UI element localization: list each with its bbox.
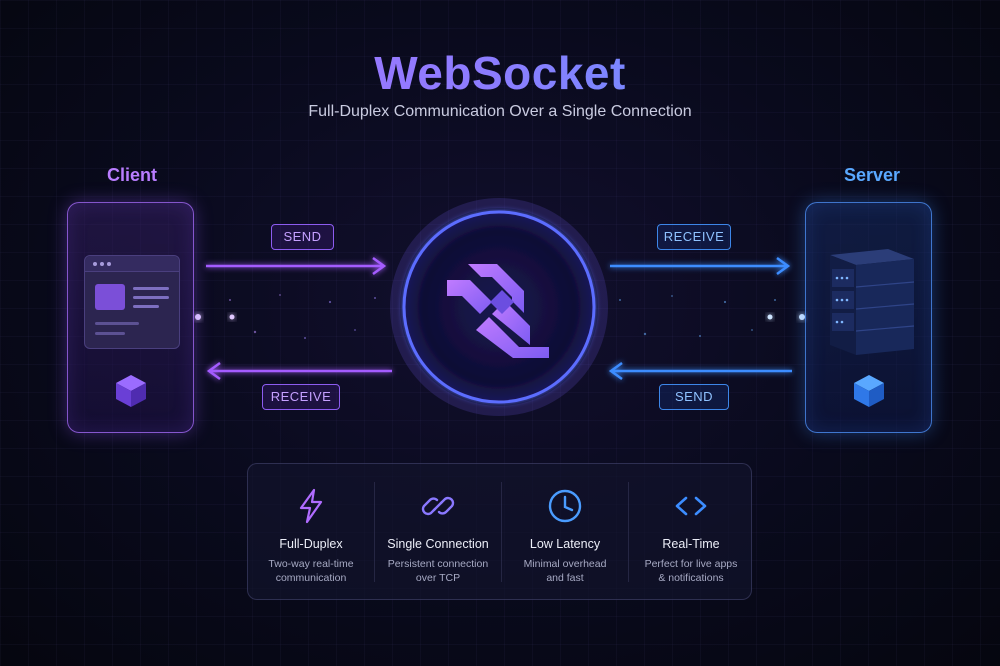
page-subtitle: Full-Duplex Communication Over a Single …: [308, 103, 692, 120]
connection-node-left: [195, 314, 201, 320]
feature-desc: Persistent connection over TCP: [387, 558, 489, 584]
client-send-arrow: [206, 256, 387, 276]
feature-divider: [501, 482, 502, 582]
connection-node-left-2: [229, 314, 235, 320]
feature-full-duplex: Full-Duplex Two-way real-time communicat…: [248, 464, 374, 601]
client-label: Client: [106, 165, 157, 185]
feature-divider: [628, 482, 629, 582]
client-receive-label: RECEIVE: [262, 384, 340, 410]
server-send-arrow: [608, 361, 792, 381]
feature-low-latency: Low Latency Minimal overhead and fast: [502, 464, 628, 601]
connection-node-right-2: [767, 314, 773, 320]
feature-single-connection: Single Connection Persistent connection …: [375, 464, 501, 601]
feature-real-time: Real-Time Perfect for live apps & notifi…: [628, 464, 754, 601]
client-panel: [67, 202, 194, 433]
client-receive-arrow: [206, 361, 392, 381]
feature-desc: Two-way real-time communication: [268, 558, 354, 584]
lightning-icon: [291, 486, 331, 526]
features-panel: Full-Duplex Two-way real-time communicat…: [247, 463, 752, 600]
feature-desc: Minimal overhead and fast: [523, 558, 607, 584]
feature-desc: Perfect for live apps & notifications: [644, 558, 738, 584]
websocket-logo-icon: [447, 264, 549, 358]
server-receive-label: RECEIVE: [657, 224, 731, 250]
client-cube-icon: [114, 373, 148, 414]
server-cube-icon: [852, 373, 886, 414]
server-label: Server: [843, 165, 901, 185]
feature-divider: [374, 482, 375, 582]
server-rack-icon: [826, 245, 916, 362]
clock-icon: [545, 486, 585, 526]
browser-window-icon: [84, 255, 180, 349]
client-send-label: SEND: [271, 224, 334, 250]
code-brackets-icon: [671, 486, 711, 526]
link-icon: [418, 486, 458, 526]
server-receive-arrow: [610, 256, 791, 276]
feature-name: Real-Time: [662, 537, 720, 551]
server-send-label: SEND: [659, 384, 729, 410]
feature-name: Low Latency: [529, 537, 601, 551]
websocket-hub: [390, 198, 608, 416]
feature-name: Single Connection: [387, 537, 489, 551]
connection-node-right: [799, 314, 805, 320]
server-panel: [805, 202, 932, 433]
feature-name: Full-Duplex: [279, 537, 343, 551]
particle-field: [229, 294, 776, 339]
page-title: WebSocket: [0, 46, 1000, 100]
